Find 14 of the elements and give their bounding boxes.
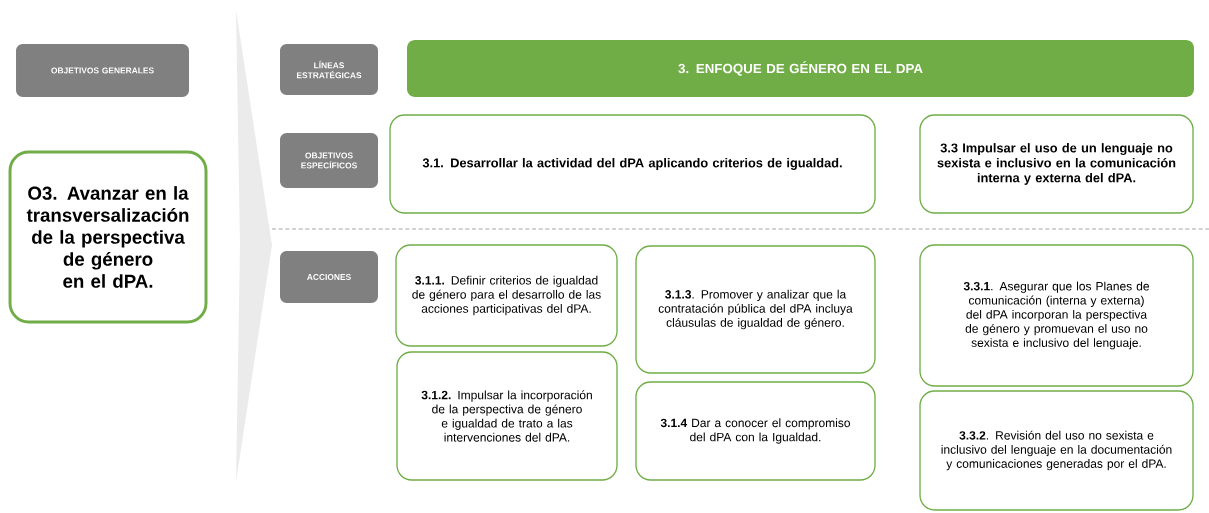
category-label: OBJETIVOS GENERALES xyxy=(16,44,189,97)
action-box: 3.1.2. Impulsar la incorporación de la perspectiva de género e igualdad de trato a las intervenciones del dPA. xyxy=(396,351,618,481)
action-box: 3.1.3. Promover y analizar que la contratación pública del dPA incluya cláusulas de igualdad de género. xyxy=(635,245,876,374)
strategic-line-band: 3. ENFOQUE DE GÉNERO EN EL DPA xyxy=(407,40,1194,97)
category-label: LÍNEAS ESTRATÉGICAS xyxy=(280,44,378,95)
specific-objective-box: 3.3 Impulsar el uso de un lenguaje no sexista e inclusivo en la comunicación interna y externa del dPA. xyxy=(919,114,1194,214)
category-label: OBJETIVOS ESPECÍFICOS xyxy=(280,133,378,188)
category-label: ACCIONES xyxy=(280,251,378,303)
specific-objective-box: 3.1. Desarrollar la actividad del dPA aplicando criterios de igualdad. xyxy=(389,114,876,214)
general-objective-box: O3. Avanzar en la transversalización de la perspectiva de género en el dPA. xyxy=(8,150,208,324)
action-box: 3.1.1. Definir criterios de igualdad de género para el desarrollo de las acciones participativas del dPA. xyxy=(395,244,618,347)
action-box: 3.3.2. Revisión del uso no sexista e inclusivo del lenguaje en la documentación y comunicaciones generadas por el dPA. xyxy=(919,390,1194,511)
action-box: 3.1.4 Dar a conocer el compromiso del dPA con la Igualdad. xyxy=(635,381,876,481)
action-box: 3.3.1. Asegurar que los Planes de comunicación (interna y externa) del dPA incorporan la perspectiva de género y promuevan el uso no sexista e inclusivo del lenguaje. xyxy=(919,244,1194,387)
